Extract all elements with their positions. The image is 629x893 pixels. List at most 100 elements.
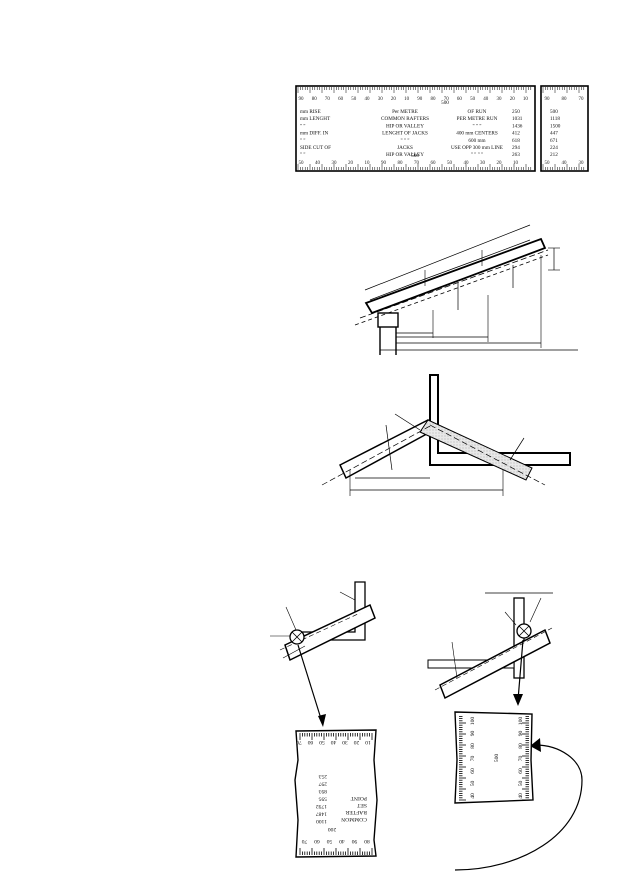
card-value: 595 xyxy=(318,796,327,802)
row-left-label: mm RISE xyxy=(300,109,321,115)
rotation-arrow xyxy=(454,744,583,871)
row-left-label: " " xyxy=(300,138,306,144)
tick-label: 20 xyxy=(497,161,503,166)
row-left-label: mm LENGHT xyxy=(300,116,331,122)
card-tick-label: 40 xyxy=(339,838,345,844)
tick-label: 30 xyxy=(480,161,486,166)
tick-label: 20 xyxy=(348,161,354,166)
card-label: 500 xyxy=(494,754,500,763)
card-value: 1792 xyxy=(316,803,327,809)
row-value: 1436 xyxy=(512,123,523,129)
tick-label: 70 xyxy=(325,97,331,102)
row-center-label: Per METRE xyxy=(392,109,418,115)
tick-label: 10 xyxy=(513,161,519,166)
right-square-detail xyxy=(427,592,583,871)
rafter-length-dimension xyxy=(364,224,531,291)
row-center-label: JACKS xyxy=(397,145,413,151)
tick-label: 70 xyxy=(414,161,420,166)
rafter xyxy=(364,237,547,315)
table-frame xyxy=(295,85,536,172)
rafter-left xyxy=(339,419,436,480)
card-tick-label: 90 xyxy=(518,731,524,737)
row-right-label: " " " xyxy=(473,123,482,129)
card-row-label: COMMON xyxy=(341,816,367,822)
card-tick-label: 60 xyxy=(308,739,314,745)
tick-label: 80 xyxy=(431,97,437,102)
tick-label: 80 xyxy=(562,97,568,102)
tick-label: 40 xyxy=(483,97,489,102)
rafter-centerline xyxy=(359,249,549,319)
tick-label: 90 xyxy=(417,97,423,102)
tick-label: 10 xyxy=(365,161,371,166)
card-tick-label: 50 xyxy=(518,781,524,787)
tick-label: 40 xyxy=(464,161,470,166)
ruler-tick-labels: 90 80 70 60 50 40 30 20 10 90 80 70 60 50 40 30 20 10 50 40… xyxy=(299,97,585,166)
row-center-label: LENGHT OF JACKS xyxy=(382,131,428,137)
tick-label: 70 xyxy=(579,97,585,102)
card-value: 893 xyxy=(318,788,327,794)
card-row-label: SET xyxy=(356,802,367,808)
row-left-label: SIDE CUT OF xyxy=(300,145,331,151)
card-tick-label: 40 xyxy=(331,739,337,745)
tick-label: 30 xyxy=(332,161,338,166)
tick-label: 30 xyxy=(579,161,585,166)
card-marker: 200 xyxy=(328,826,337,832)
card-tick-label: 40 xyxy=(470,793,476,799)
tick-label: 80 xyxy=(312,97,318,102)
row-center-label: HIP OR VALLEY xyxy=(386,123,424,129)
card-tick-label: 60 xyxy=(518,768,524,774)
card-value: 1100 xyxy=(316,818,327,824)
left-square-detail xyxy=(270,581,376,727)
card-tick-label: 20 xyxy=(354,739,360,745)
tick-label: 90 xyxy=(299,97,305,102)
tick-label: 40 xyxy=(562,161,568,166)
row-side-value: 671 xyxy=(550,138,558,144)
card-tick-label: 10 xyxy=(365,739,371,745)
card-tick-label: 100 xyxy=(470,717,476,726)
row-value: 618 xyxy=(512,138,520,144)
tick-label: 50 xyxy=(545,161,551,166)
tick-label: 90 xyxy=(545,97,551,102)
card-tick-label: 50 xyxy=(319,739,325,745)
roof-section-diagram xyxy=(354,224,578,355)
tick-label: 50 xyxy=(299,161,305,166)
card-tick-label: 70 xyxy=(302,838,308,844)
row-left-label: mm DIFF. IN xyxy=(300,131,329,137)
square-layout-diagram xyxy=(321,374,571,496)
row-side-value: 1118 xyxy=(550,116,560,122)
reading-pointer-right xyxy=(517,639,524,701)
card-tick-label: 60 xyxy=(470,768,476,774)
card-value: 297 xyxy=(318,781,327,787)
row-center-label: HIP OR VALLEY xyxy=(386,152,424,158)
row-center-label: COMMON RAFTERS xyxy=(381,116,429,122)
tick-label: 30 xyxy=(378,97,384,102)
row-side-value: 447 xyxy=(550,131,558,137)
row-right-label: OF RUN xyxy=(468,109,487,115)
tick-label: 10 xyxy=(404,97,410,102)
row-right-label: PER METRE RUN xyxy=(457,116,498,122)
bottom-ruler xyxy=(297,164,585,170)
left-reading-card: 809040506070200COMMONRAFTERSETPOINT11001… xyxy=(294,729,378,858)
tick-label: 50 xyxy=(351,97,357,102)
tick-label: 40 xyxy=(315,161,321,166)
tick-label: 80 xyxy=(398,161,404,166)
card-tick-label: 80 xyxy=(518,743,524,749)
row-value: 263 xyxy=(512,152,520,158)
tick-label: 60 xyxy=(338,97,344,102)
card-tick-label: 50 xyxy=(327,838,333,844)
top-ruler xyxy=(297,87,585,93)
card-value: 1487 xyxy=(316,811,327,817)
tick-label: 70 xyxy=(444,97,450,102)
table-bottom-center-value: 500 xyxy=(411,153,419,159)
tick-label: 10 xyxy=(523,97,529,102)
card-value: 253 xyxy=(318,773,327,779)
card-tick-label: 80 xyxy=(470,743,476,749)
row-left-label: " " xyxy=(300,123,306,129)
framing-square xyxy=(429,374,571,466)
tick-label: 60 xyxy=(457,97,463,102)
table-center-value: 500 xyxy=(441,100,449,106)
row-side-value: 224 xyxy=(550,145,558,151)
tick-label: 50 xyxy=(447,161,453,166)
card-tick-label: 50 xyxy=(470,781,476,787)
row-value: 250 xyxy=(512,109,520,115)
